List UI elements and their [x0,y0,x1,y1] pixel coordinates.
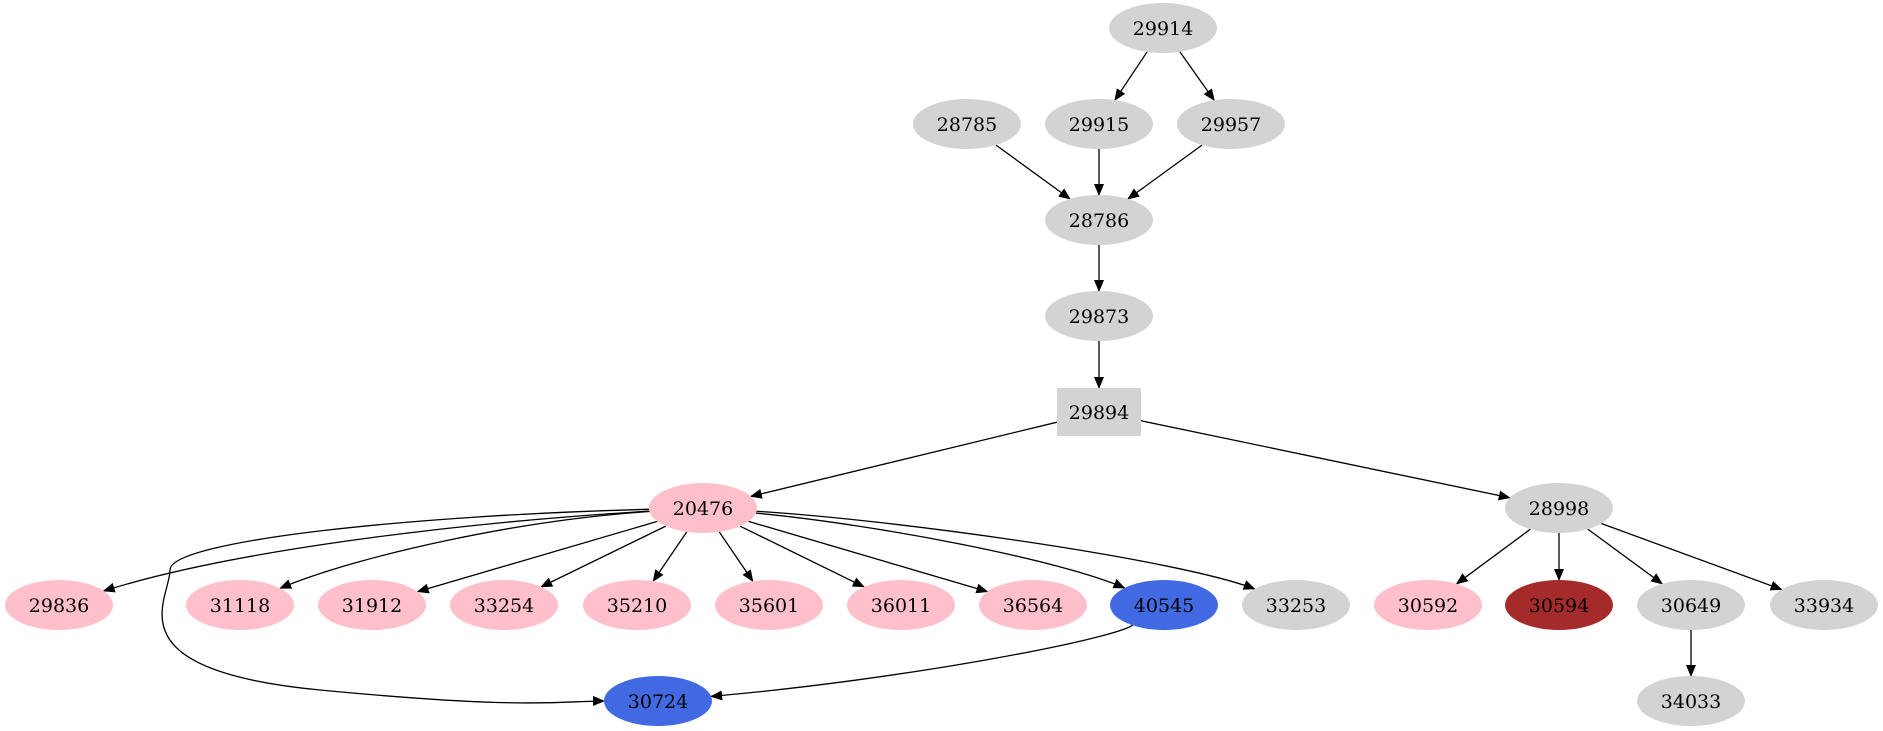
edge-20476-to-33254 [540,525,667,588]
graph-node-33253[interactable]: 33253 [1242,580,1350,630]
node-label: 28786 [1069,210,1129,232]
node-ellipse-shape [450,580,558,630]
graph-node-29915[interactable]: 29915 [1045,99,1153,149]
graph-node-30649[interactable]: 30649 [1637,580,1745,630]
node-ellipse-shape [1242,580,1350,630]
node-ellipse-shape [318,580,426,630]
edge-40545-to-30724 [710,624,1133,701]
node-label: 29915 [1069,114,1129,136]
node-ellipse-shape [5,580,113,630]
graph-node-34033[interactable]: 34033 [1637,676,1745,726]
graph-node-29836[interactable]: 29836 [5,580,113,630]
node-label: 33934 [1794,595,1854,617]
node-label: 31912 [342,595,402,617]
edge-28998-to-30592 [1455,528,1531,585]
node-ellipse-shape [1109,3,1217,53]
node-ellipse-shape [979,580,1087,630]
graph-node-28785[interactable]: 28785 [913,99,1021,149]
node-label: 28785 [937,114,997,136]
node-label: 36564 [1003,595,1063,617]
graph-node-30594[interactable]: 30594 [1505,580,1613,630]
edge-20476-to-35601 [718,531,754,582]
edge-20476-to-36011 [739,525,865,588]
node-ellipse-shape [1770,580,1878,630]
graph-node-29957[interactable]: 29957 [1177,99,1285,149]
node-ellipse-shape [1177,99,1285,149]
node-box-shape [1057,388,1141,436]
node-label: 30592 [1398,595,1458,617]
node-ellipse-shape [715,580,823,630]
graph-node-28786[interactable]: 28786 [1045,195,1153,245]
edge-29914-to-29957 [1179,51,1215,102]
node-label: 30594 [1529,595,1589,617]
nodes-layer: 29914 28785 29915 29957 28786 29873 29894 20476… [5,3,1878,726]
node-ellipse-shape [1505,483,1613,533]
edge-28998-to-30649 [1587,528,1664,585]
node-label: 31118 [210,595,270,617]
node-ellipse-shape [604,676,712,726]
node-ellipse-shape [186,580,294,630]
edges-layer [102,51,1783,707]
graph-node-33934[interactable]: 33934 [1770,580,1878,630]
edge-20476-to-30724 [161,508,650,707]
node-ellipse-shape [1637,580,1745,630]
node-label: 33254 [474,595,534,617]
node-ellipse-shape [1045,291,1153,341]
node-ellipse-shape [913,99,1021,149]
graph-node-29894[interactable]: 29894 [1057,388,1141,436]
edge-20476-to-35210 [652,531,688,582]
edge-29957-to-28786 [1127,144,1203,200]
graph-node-29914[interactable]: 29914 [1109,3,1217,53]
graph-node-35210[interactable]: 35210 [583,580,691,630]
node-ellipse-shape [1045,195,1153,245]
node-ellipse-shape [847,580,955,630]
graph-node-30592[interactable]: 30592 [1374,580,1482,630]
edge-28785-to-28786 [995,144,1071,200]
graph-node-35601[interactable]: 35601 [715,580,823,630]
node-label: 29836 [29,595,89,617]
edge-20476-to-31118 [279,510,650,589]
graph-node-40545[interactable]: 40545 [1110,580,1218,630]
graph-node-20476[interactable]: 20476 [649,483,757,533]
node-label: 35210 [607,595,667,617]
node-label: 30649 [1661,595,1721,617]
node-label: 29957 [1201,114,1261,136]
node-ellipse-shape [1045,99,1153,149]
edge-28998-to-33934 [1601,522,1783,591]
graph-node-31118[interactable]: 31118 [186,580,294,630]
graph-node-36011[interactable]: 36011 [847,580,955,630]
node-label: 40545 [1134,595,1194,617]
edge-29914-to-29915 [1114,51,1148,101]
node-ellipse-shape [1505,580,1613,630]
node-ellipse-shape [583,580,691,630]
node-label: 30724 [628,691,688,713]
node-ellipse-shape [1637,676,1745,726]
node-label: 36011 [871,595,931,617]
graph-node-28998[interactable]: 28998 [1505,483,1613,533]
edge-20476-to-29836 [102,510,650,593]
edge-29894-to-28998 [1140,420,1511,501]
graph-node-33254[interactable]: 33254 [450,580,558,630]
node-label: 29873 [1069,306,1129,328]
node-label: 20476 [673,498,733,520]
node-label: 33253 [1266,595,1326,617]
graph-node-30724[interactable]: 30724 [604,676,712,726]
node-label: 29894 [1069,402,1129,424]
edge-29894-to-20476 [749,421,1058,499]
node-label: 28998 [1529,498,1589,520]
node-label: 29914 [1133,18,1193,40]
node-label: 35601 [739,595,799,617]
graph-node-31912[interactable]: 31912 [318,580,426,630]
node-ellipse-shape [649,483,757,533]
node-label: 34033 [1661,691,1721,713]
graph-node-36564[interactable]: 36564 [979,580,1087,630]
node-ellipse-shape [1110,580,1218,630]
edge-20476-to-31912 [416,520,658,594]
edge-20476-to-36564 [748,520,989,594]
graph-node-29873[interactable]: 29873 [1045,291,1153,341]
node-ellipse-shape [1374,580,1482,630]
edge-20476-to-40545 [755,512,1126,589]
edge-20476-to-33253 [756,510,1256,590]
